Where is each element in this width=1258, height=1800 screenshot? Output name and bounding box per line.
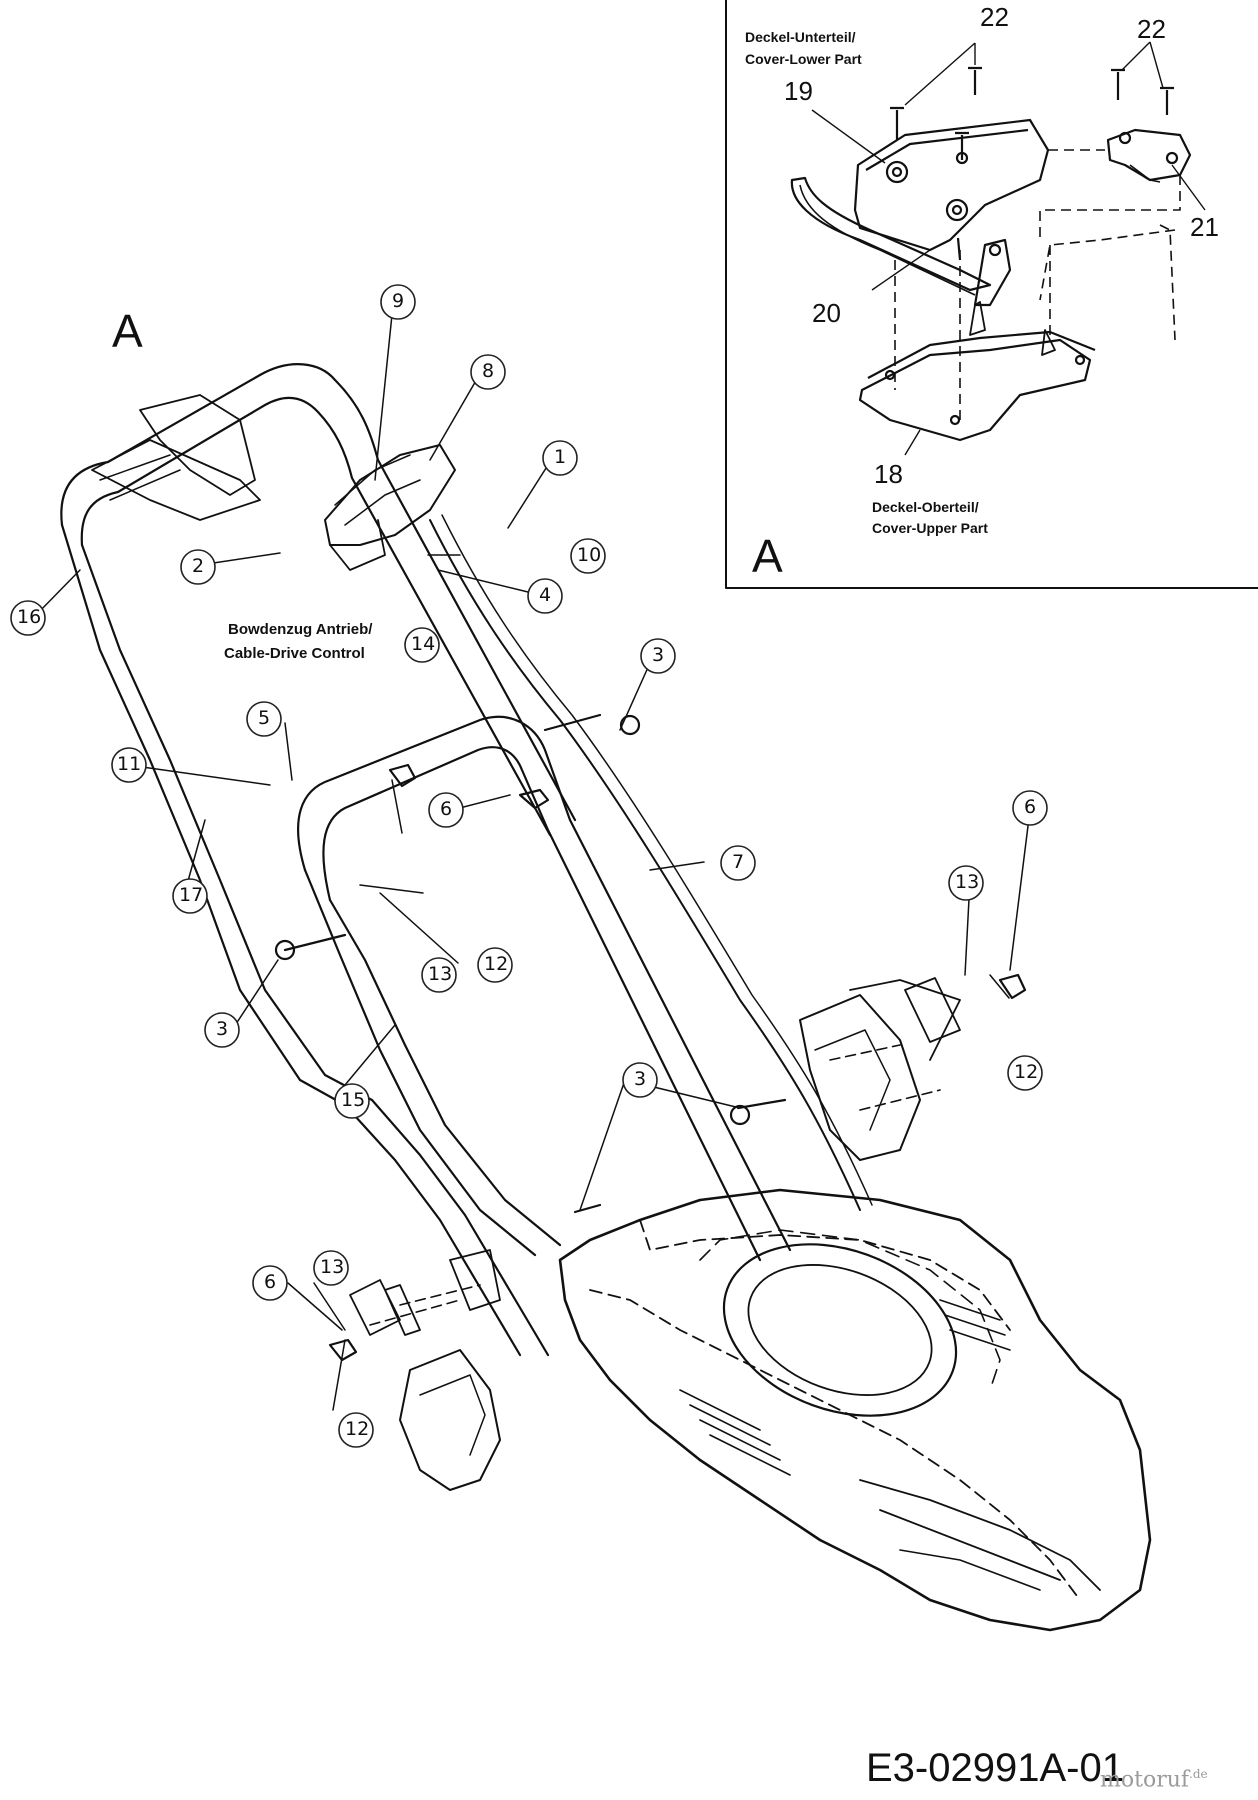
callout-12b: 12: [1014, 1061, 1039, 1083]
callout-5: 5: [258, 707, 271, 729]
callout-13b: 13: [955, 871, 980, 893]
section-marker-main: A: [112, 305, 143, 357]
callout-3a: 3: [652, 644, 665, 666]
knob-right: [998, 973, 1027, 1000]
callout-circles: [10, 284, 1048, 1448]
drawing-code: E3-02991A-01: [866, 1746, 1124, 1790]
inset-screw: [1160, 86, 1174, 115]
upper-cover-label-en: Cover-Upper Part: [872, 520, 988, 536]
callout-10: 10: [577, 544, 602, 566]
callout-3b: 3: [216, 1018, 229, 1040]
lower-handle: [297, 715, 792, 1262]
inset-screw: [968, 66, 982, 95]
callout-16: 16: [17, 606, 42, 628]
cover-lower-part: [853, 118, 1050, 252]
section-marker-inset: A: [752, 530, 783, 582]
lower-cover-label-de: Deckel-Unterteil/: [745, 29, 856, 45]
deck-opening: [722, 1243, 958, 1417]
grip-arm: [790, 176, 992, 292]
callout-12c: 12: [345, 1418, 370, 1440]
inset-number-20: 20: [812, 298, 841, 328]
callout-14: 14: [411, 633, 436, 655]
inset-screw: [890, 106, 904, 140]
inset-number-22a: 22: [980, 2, 1009, 32]
lower-cover-label-en: Cover-Lower Part: [745, 51, 862, 67]
callout-8: 8: [482, 360, 495, 382]
callout-2: 2: [192, 555, 205, 577]
callout-11: 11: [117, 753, 142, 775]
callout-leaders: [35, 304, 1031, 1411]
knob-left-middle: [388, 763, 417, 788]
watermark-brand: motoruf: [1100, 1767, 1190, 1793]
callout-13c: 13: [320, 1256, 345, 1278]
inset-number-19: 19: [784, 76, 813, 106]
callout-13a: 13: [428, 963, 453, 985]
cable-label-en: Cable-Drive Control: [224, 645, 365, 662]
inset-number-21: 21: [1190, 212, 1219, 242]
callout-9: 9: [392, 290, 405, 312]
upper-cover-label-de: Deckel-Oberteil/: [872, 499, 979, 515]
callout-4: 4: [539, 584, 552, 606]
watermark: motoruf.de: [1100, 1768, 1208, 1791]
watermark-suffix: .de: [1189, 1767, 1208, 1781]
inset-number-18: 18: [874, 459, 903, 489]
upper-handle: [60, 363, 577, 837]
inset-screw: [1111, 68, 1125, 100]
cable-label-de: Bowdenzug Antrieb/: [228, 621, 373, 638]
knob-left-upper: [518, 788, 550, 810]
inset-number-22b: 22: [1137, 14, 1166, 44]
left-height-adjuster: [399, 1349, 501, 1491]
callout-7: 7: [732, 851, 745, 873]
knob-bottom-left: [328, 1338, 358, 1362]
inset-drawing: [790, 41, 1206, 456]
callout-3c: 3: [634, 1068, 647, 1090]
cover-upper-part: [858, 338, 1092, 442]
callout-1: 1: [554, 446, 567, 468]
right-height-adjuster: [799, 994, 921, 1161]
callout-15: 15: [341, 1089, 366, 1111]
callout-12a: 12: [484, 953, 509, 975]
drive-cable: [429, 519, 861, 1211]
callout-6c: 6: [264, 1271, 277, 1293]
mower-deck: [558, 1188, 1152, 1632]
inset-frame: [725, 0, 1258, 589]
callout-6b: 6: [1024, 796, 1037, 818]
callout-17: 17: [179, 884, 204, 906]
callout-6a: 6: [440, 798, 453, 820]
